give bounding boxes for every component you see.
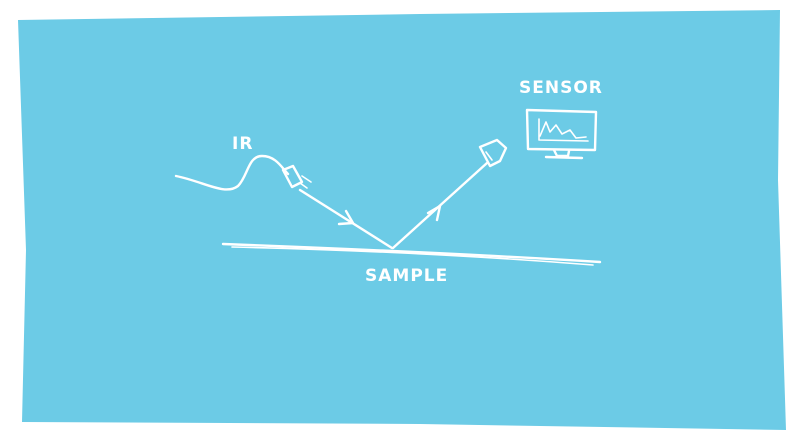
sample-surface-sketch xyxy=(231,246,594,266)
source-label: IR xyxy=(232,134,253,154)
surface-label: SAMPLE xyxy=(365,266,448,286)
ir-cable xyxy=(174,154,290,191)
incident-arrowhead xyxy=(337,209,355,226)
incident-beam xyxy=(298,188,394,250)
reflected-arrowhead xyxy=(426,204,442,222)
monitor-icon xyxy=(525,108,598,160)
ir-emitter-icon xyxy=(281,164,312,189)
detector-icon xyxy=(478,138,508,168)
sample-surface xyxy=(221,242,602,264)
board-background xyxy=(18,10,786,430)
detector-label: SENSOR xyxy=(519,78,603,98)
